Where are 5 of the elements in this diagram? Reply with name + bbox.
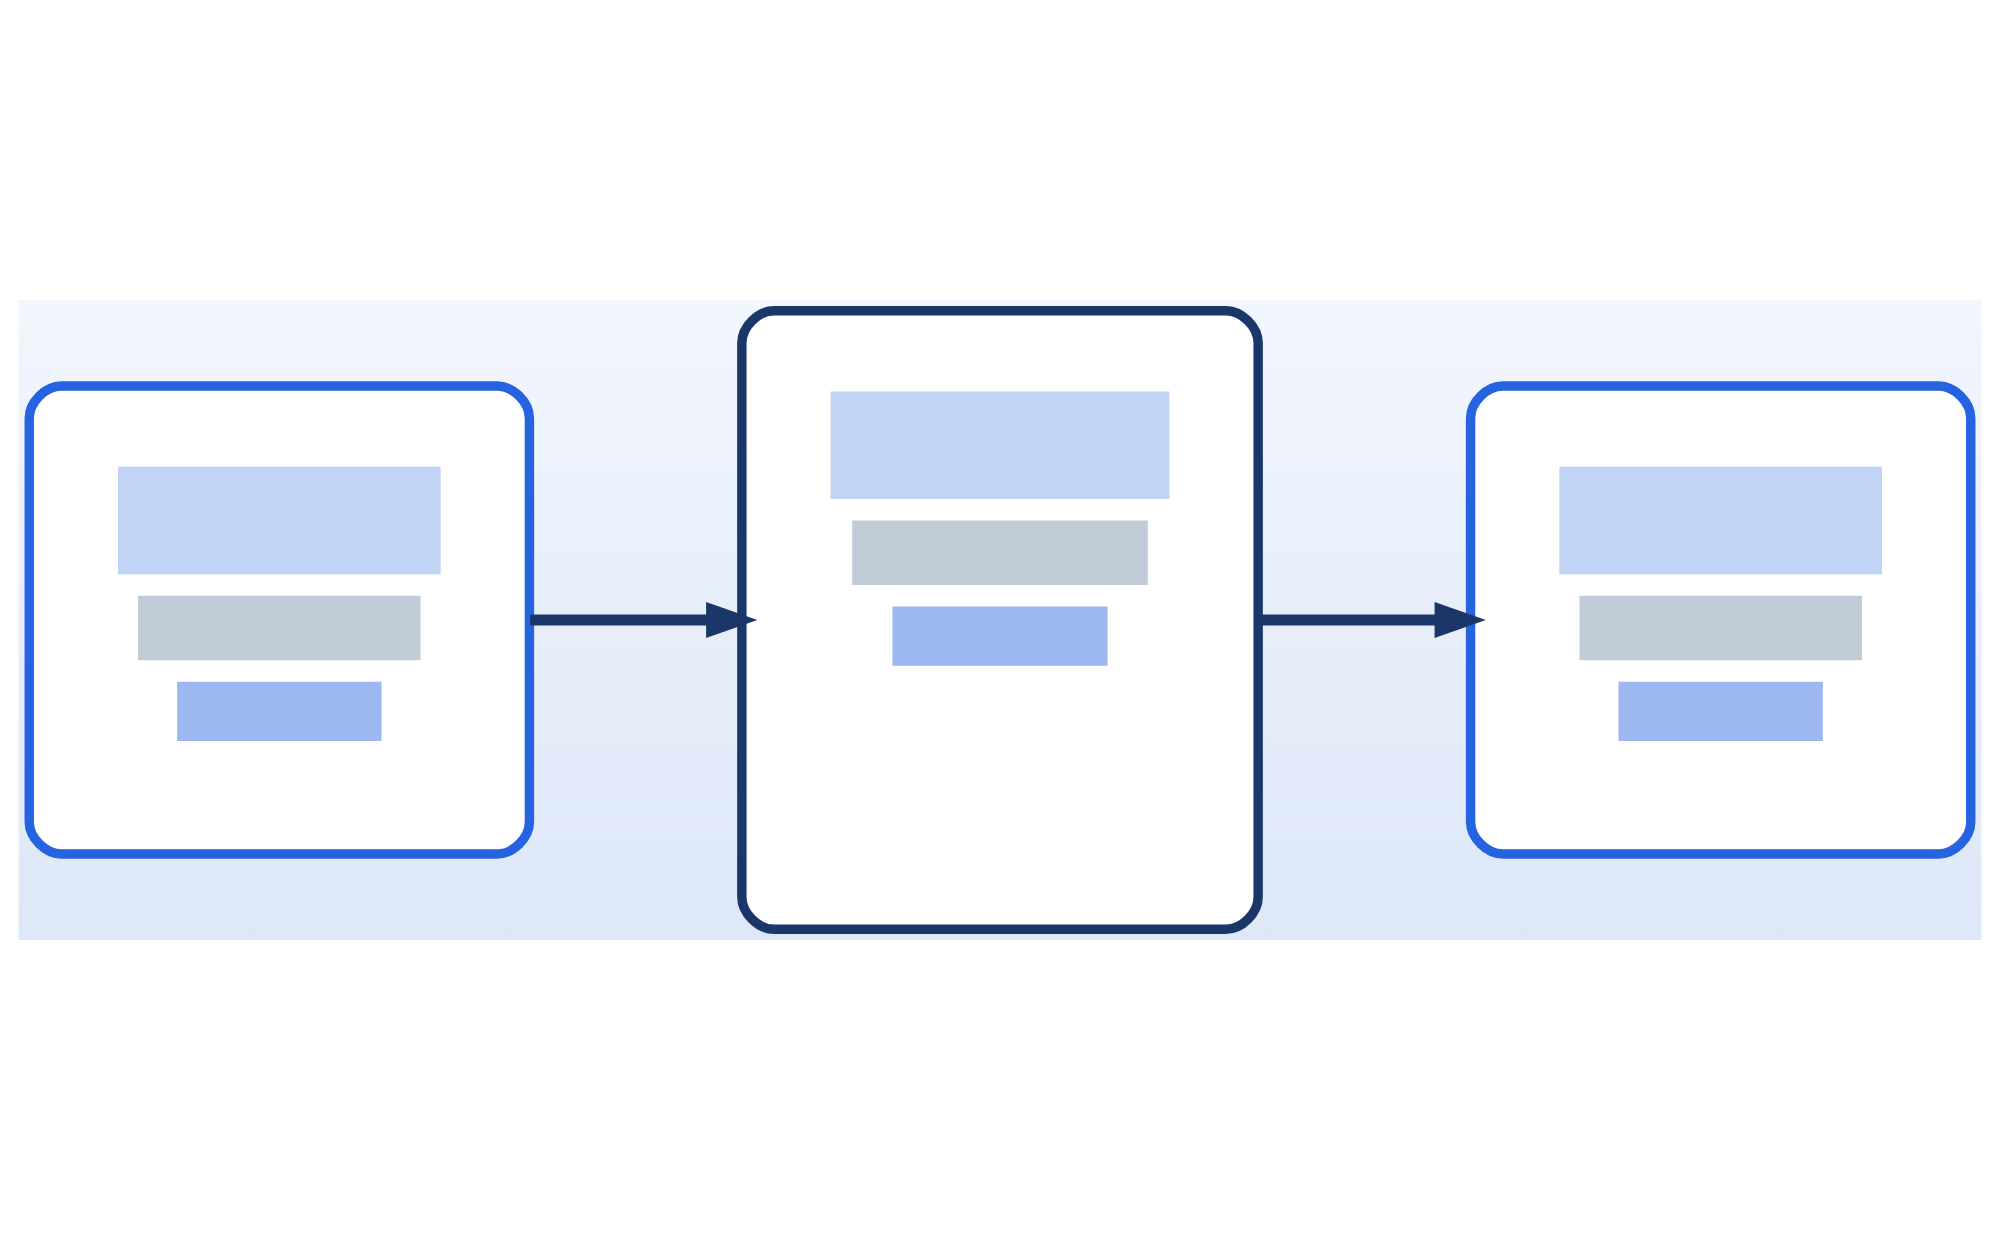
node-box <box>737 306 1263 934</box>
arrow <box>530 602 758 638</box>
node-box <box>1465 381 1976 859</box>
arrow <box>1258 602 1486 638</box>
node-box <box>24 381 535 859</box>
